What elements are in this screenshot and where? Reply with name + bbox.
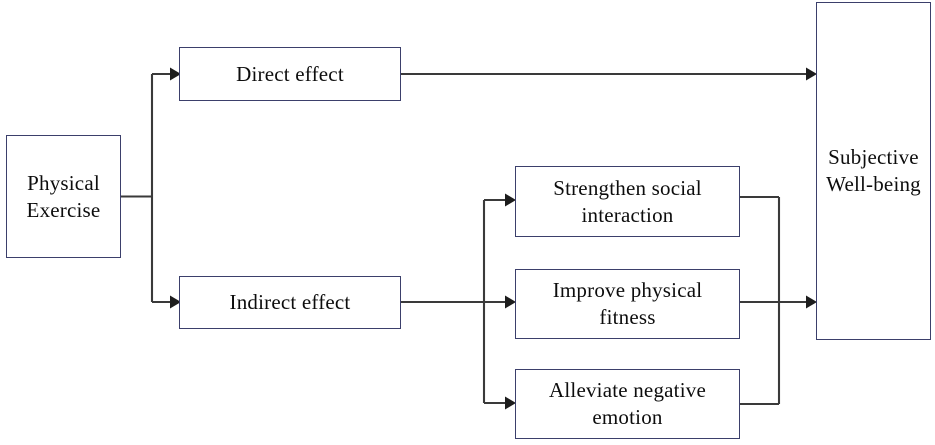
- node-direct-effect[interactable]: Direct effect: [179, 47, 401, 101]
- node-label-indirect-effect: Indirect effect: [229, 290, 351, 315]
- node-strengthen-social-interaction[interactable]: Strengthen social interaction: [515, 166, 740, 237]
- node-subjective-well-being[interactable]: Subjective Well-being: [816, 2, 931, 340]
- node-improve-physical-fitness[interactable]: Improve physical fitness: [515, 269, 740, 339]
- edge-indirect-effect-distributor: [401, 200, 506, 403]
- edge-indirect-effect-to-alleviate-negative-emotion: [484, 396, 516, 410]
- arrow-head-icon: [806, 67, 817, 81]
- edge-physical-exercise-to-indirect-effect: [152, 295, 181, 309]
- node-label-improve-physical-fitness: Improve physical fitness: [552, 278, 703, 329]
- edge-mediators-to-subjective-well-being: [740, 195, 817, 406]
- arrow-head-icon: [505, 295, 516, 309]
- arrow-head-icon: [505, 193, 516, 207]
- edge-physical-exercise-to-direct-effect: [152, 67, 181, 81]
- node-label-strengthen-social-interaction: Strengthen social interaction: [553, 175, 702, 227]
- node-label-physical-exercise: Physical Exercise: [26, 170, 101, 222]
- node-label-alleviate-negative-emotion: Alleviate negative emotion: [549, 378, 706, 429]
- arrow-head-icon: [170, 67, 181, 81]
- node-physical-exercise[interactable]: Physical Exercise: [6, 135, 121, 258]
- node-label-direct-effect: Direct effect: [236, 61, 344, 86]
- node-alleviate-negative-emotion[interactable]: Alleviate negative emotion: [515, 369, 740, 439]
- arrow-head-icon: [806, 295, 817, 309]
- edge-indirect-effect-to-improve-physical-fitness: [505, 295, 516, 309]
- edge-physical-exercise-branch: [121, 74, 154, 302]
- edge-direct-effect-to-subjective-well-being: [401, 67, 817, 81]
- node-label-subjective-well-being: Subjective Well-being: [826, 145, 921, 196]
- arrow-head-icon: [170, 295, 181, 309]
- edge-indirect-effect-to-strengthen-social-interaction: [484, 193, 516, 207]
- node-indirect-effect[interactable]: Indirect effect: [179, 276, 401, 329]
- arrow-head-icon: [505, 396, 516, 410]
